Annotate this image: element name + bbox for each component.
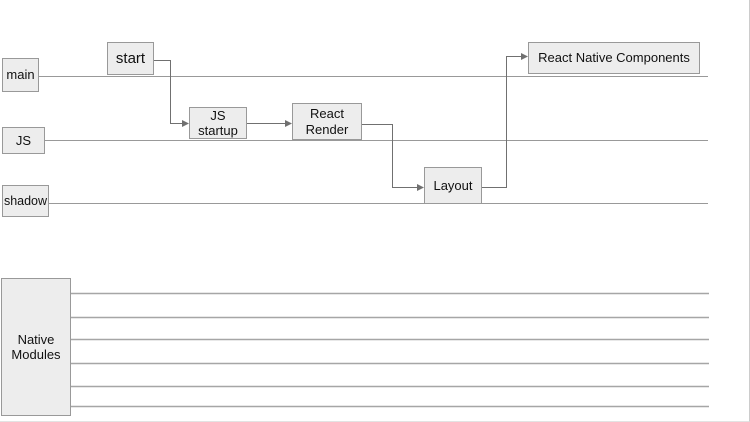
lane-label-native-modules-text: Native Modules — [11, 331, 61, 362]
node-js-startup: JS startup — [189, 107, 247, 139]
node-layout: Layout — [424, 167, 482, 204]
node-react-render-text: React Render — [305, 106, 349, 137]
connector-react-render-to-layout — [362, 124, 424, 191]
connector-start-to-js-startup — [153, 60, 189, 127]
node-react-native-components-text: React Native Components — [538, 50, 690, 66]
lane-label-js: JS — [2, 127, 45, 154]
node-start: start — [107, 42, 154, 75]
native-modules-lines — [70, 292, 709, 408]
lane-label-shadow: shadow — [2, 185, 49, 217]
lane-label-main: main — [2, 58, 39, 92]
flow-connectors — [153, 53, 528, 191]
node-layout-text: Layout — [433, 177, 473, 193]
lane-label-main-text: main — [6, 67, 35, 83]
node-react-render: React Render — [292, 103, 362, 140]
connector-layout-to-components — [482, 53, 528, 188]
lane-label-js-text: JS — [15, 132, 32, 148]
thread-lane-lines — [38, 76, 708, 204]
lane-label-shadow-text: shadow — [3, 193, 48, 208]
node-js-startup-text: JS startup — [198, 107, 238, 138]
node-start-text: start — [115, 49, 146, 67]
lane-label-native-modules: Native Modules — [1, 278, 71, 416]
node-react-native-components: React Native Components — [528, 42, 700, 74]
